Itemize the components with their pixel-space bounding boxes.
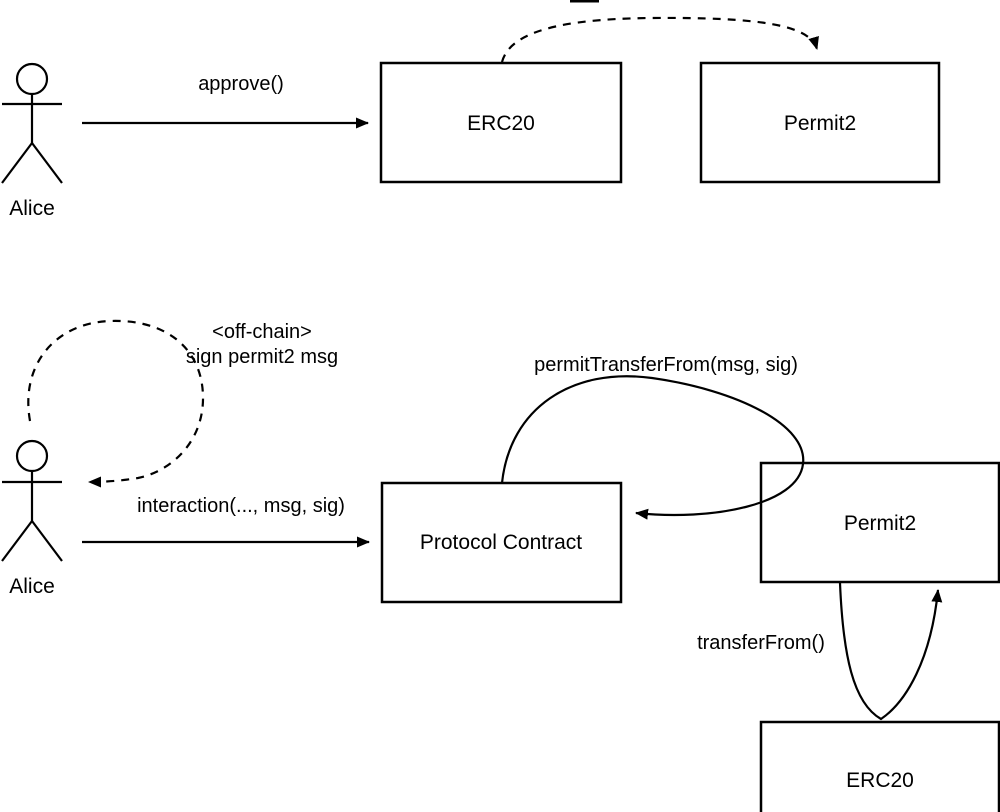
actor-left-leg-icon — [1, 142, 33, 184]
erc20-box-top-label: ERC20 — [467, 112, 535, 135]
transfer-from-arrow — [838, 582, 943, 721]
actor-alice-top: Alice — [1, 62, 63, 220]
erc20-box-top — [379, 61, 623, 184]
bottom-flow: Alice <off-chain> sign permit2 msg inter… — [1, 319, 1000, 812]
permit2-box-top-label: Permit2 — [784, 112, 856, 135]
protocol-contract-box-label: Protocol Contract — [420, 531, 582, 554]
offchain-sign-loop-arrow — [27, 319, 205, 488]
permit-transfer-from-arrow — [500, 375, 805, 520]
actor-right-leg-icon — [31, 520, 63, 562]
erc20-to-permit2-dashed-arrow — [500, 16, 819, 63]
permit2-box-top — [699, 61, 941, 184]
permit2-box-bottom — [759, 461, 1000, 584]
erc20-box-bottom — [759, 720, 1000, 812]
approve-arrow-label: approve() — [198, 73, 284, 95]
actor-head-icon — [15, 439, 49, 473]
actor-right-leg-icon — [31, 142, 63, 184]
top-flow: Alice approve() ERC20 Permit2 — [1, 16, 941, 220]
permit-transfer-from-label: permitTransferFrom(msg, sig) — [534, 354, 798, 376]
interaction-arrow-label: interaction(..., msg, sig) — [137, 495, 345, 517]
permit2-box-bottom-label: Permit2 — [844, 512, 916, 535]
actor-alice-bottom: Alice — [1, 439, 63, 598]
erc20-box-bottom-label: ERC20 — [846, 769, 914, 792]
actor-alice-bottom-label: Alice — [9, 575, 55, 598]
offchain-note-line1: <off-chain> — [212, 321, 312, 343]
actor-left-leg-icon — [1, 520, 33, 562]
offchain-note-line2: sign permit2 msg — [186, 346, 338, 368]
actor-head-icon — [15, 62, 49, 96]
actor-alice-top-label: Alice — [9, 197, 55, 220]
transfer-from-label: transferFrom() — [697, 632, 825, 654]
protocol-contract-box — [380, 481, 623, 604]
